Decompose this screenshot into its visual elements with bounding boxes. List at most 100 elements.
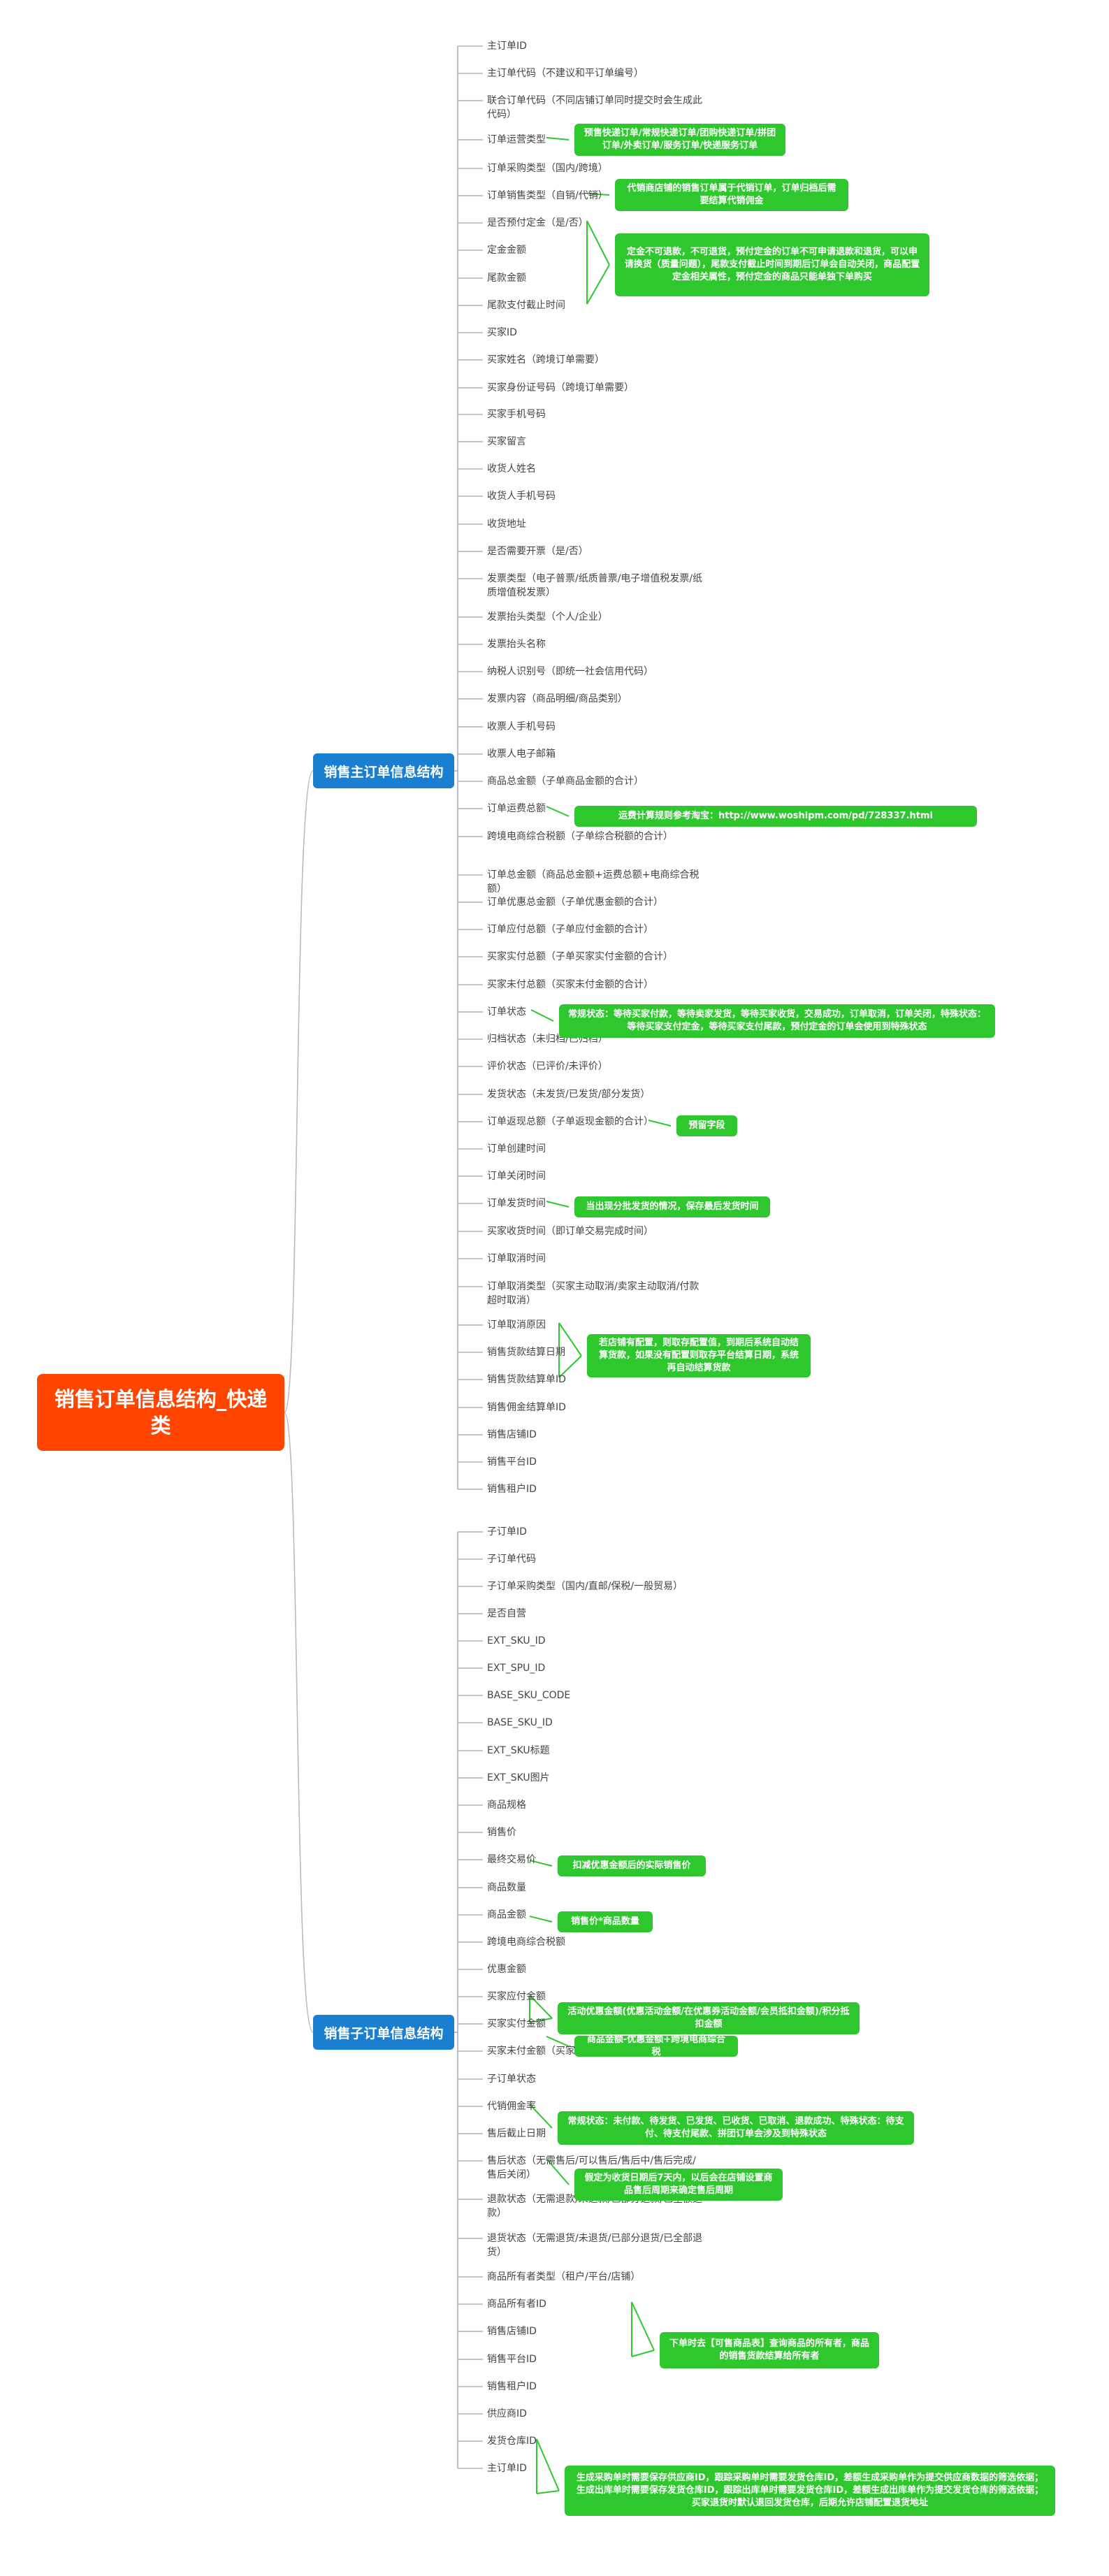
field-item[interactable]: 订单取消原因 — [487, 1319, 546, 1331]
field-item[interactable]: 订单运营类型 — [487, 134, 546, 145]
field-item[interactable]: 子订单采购类型（国内/直邮/保税/一般贸易） — [487, 1581, 683, 1592]
field-item[interactable]: 联合订单代码（不同店铺订单同时提交时会生成此代码） — [487, 95, 702, 120]
root-topic[interactable]: 销售订单信息结构_快递类 — [37, 1374, 284, 1451]
field-item[interactable]: 订单发货时间 — [487, 1198, 546, 1209]
field-item[interactable]: EXT_SKU图片 — [487, 1772, 550, 1783]
field-item[interactable]: 收货地址 — [487, 519, 526, 530]
field-item[interactable]: 买家应付金额 — [487, 1991, 546, 2002]
field-item[interactable]: 主订单代码（不建议和平订单编号） — [487, 68, 644, 79]
field-item[interactable]: 商品数量 — [487, 1882, 526, 1893]
field-item[interactable]: BASE_SKU_CODE — [487, 1690, 571, 1701]
field-item[interactable]: 订单优惠总金额（子单优惠金额的合计） — [487, 897, 663, 908]
field-item[interactable]: 是否需要开票（是/否） — [487, 546, 588, 557]
annotation-note[interactable]: 预留字段 — [676, 1115, 737, 1136]
branch-main-order[interactable]: 销售主订单信息结构 — [313, 753, 454, 788]
field-item[interactable]: 销售租户ID — [487, 2381, 537, 2392]
field-item[interactable]: 商品所有者ID — [487, 2299, 546, 2310]
field-item[interactable]: 买家留言 — [487, 436, 526, 447]
field-item[interactable]: 订单取消类型（买家主动取消/卖家主动取消/付款超时取消） — [487, 1281, 700, 1306]
field-item[interactable]: 商品金额 — [487, 1909, 526, 1920]
annotation-note[interactable]: 扣减优惠金额后的实际销售价 — [558, 1855, 706, 1876]
field-item[interactable]: 订单关闭时间 — [487, 1171, 546, 1182]
field-item[interactable]: 商品总金额（子单商品金额的合计） — [487, 776, 644, 787]
field-item[interactable]: 买家手机号码 — [487, 409, 546, 420]
field-item[interactable]: 订单取消时间 — [487, 1253, 546, 1264]
field-item[interactable]: 子订单代码 — [487, 1554, 536, 1565]
field-item[interactable]: 跨境电商综合税额（子单综合税额的合计） — [487, 831, 673, 842]
field-item[interactable]: 商品所有者类型（租户/平台/店铺） — [487, 2271, 641, 2282]
field-item[interactable]: 销售店铺ID — [487, 2326, 537, 2337]
annotation-note[interactable]: 当出现分批发货的情况，保存最后发货时间 — [574, 1196, 770, 1217]
field-item[interactable]: 销售货款结算单ID — [487, 1374, 566, 1385]
field-item[interactable]: 发货状态（未发货/已发货/部分发货） — [487, 1089, 651, 1100]
field-item[interactable]: 发票类型（电子普票/纸质普票/电子增值税发票/纸质增值税发票） — [487, 573, 703, 598]
annotation-note[interactable]: 预售快递订单/常规快递订单/团购快递订单/拼团订单/外卖订单/服务订单/快递服务… — [574, 124, 785, 156]
field-item[interactable]: 商品规格 — [487, 1800, 526, 1811]
field-item[interactable]: 发票抬头类型（个人/企业） — [487, 612, 608, 623]
field-item[interactable]: 发票抬头名称 — [487, 639, 546, 650]
field-item[interactable]: 评价状态（已评价/未评价） — [487, 1061, 608, 1072]
field-item[interactable]: 订单采购类型（国内/跨境） — [487, 163, 608, 174]
field-item[interactable]: 订单状态 — [487, 1006, 526, 1018]
field-item[interactable]: 销售租户ID — [487, 1484, 537, 1495]
annotation-note[interactable]: 若店铺有配置，则取存配置值，到期后系统自动结算货款，如果没有配置则取存平台结算日… — [587, 1334, 811, 1377]
annotation-note[interactable]: 销售价*商品数量 — [558, 1911, 653, 1932]
field-item[interactable]: 买家ID — [487, 327, 517, 338]
field-item[interactable]: 尾款金额 — [487, 273, 526, 284]
field-item[interactable]: 买家收货时间（即订单交易完成时间） — [487, 1226, 653, 1237]
annotation-note[interactable]: 定金不可退款，不可退货，预付定金的订单不可申请退款和退货，可以申请换货（质量问题… — [615, 233, 929, 296]
field-item[interactable]: 尾款支付截止时间 — [487, 300, 565, 311]
field-item[interactable]: 销售店铺ID — [487, 1429, 537, 1440]
annotation-note[interactable]: 运费计算规则参考淘宝：http://www.woshipm.com/pd/728… — [574, 806, 977, 827]
field-item[interactable]: 订单总金额（商品总金额+运费总额+电商综合税额） — [487, 869, 700, 895]
field-item[interactable]: 订单应付总额（子单应付金额的合计） — [487, 924, 653, 935]
field-item[interactable]: 退货状态（无需退货/未退货/已部分退货/已全部退货） — [487, 2233, 703, 2258]
field-item[interactable]: 销售平台ID — [487, 2354, 537, 2365]
field-item[interactable]: 收票人电子邮箱 — [487, 748, 556, 760]
annotation-note[interactable]: 常规状态：等待买家付款，等待卖家发货，等待买家收货，交易成功，订单取消，订单关闭… — [559, 1004, 995, 1038]
field-item[interactable]: 收货人姓名 — [487, 463, 536, 475]
field-item[interactable]: 订单返现总额（子单返现金额的合计） — [487, 1116, 653, 1127]
field-item[interactable]: 跨境电商综合税额 — [487, 1937, 565, 1948]
field-item[interactable]: BASE_SKU_ID — [487, 1717, 553, 1728]
field-item[interactable]: 收票人手机号码 — [487, 721, 556, 732]
field-item[interactable]: 是否自营 — [487, 1608, 526, 1619]
field-item[interactable]: 销售佣金结算单ID — [487, 1402, 566, 1413]
annotation-note[interactable]: 常规状态：未付款、待发货、已发货、已收货、已取消、退款成功、特殊状态：待支付、待… — [558, 2111, 914, 2145]
field-item[interactable]: 买家身份证号码（跨境订单需要） — [487, 382, 634, 393]
field-item[interactable]: 订单运费总额 — [487, 803, 546, 814]
field-item[interactable]: 售后截止日期 — [487, 2128, 546, 2139]
field-item[interactable]: 纳税人识别号（即统一社会信用代码） — [487, 666, 653, 677]
field-item[interactable]: 发货仓库ID — [487, 2436, 537, 2447]
annotation-note[interactable]: 活动优惠金额(优惠活动金额/在优惠券活动金额/会员抵扣金额)/积分抵扣金额 — [558, 2002, 860, 2034]
field-item[interactable]: 优惠金额 — [487, 1964, 526, 1975]
field-item[interactable]: 代销佣金率 — [487, 2101, 536, 2112]
field-item[interactable]: EXT_SKU标题 — [487, 1745, 550, 1756]
field-item[interactable]: 最终交易价 — [487, 1854, 536, 1865]
annotation-note[interactable]: 生成采购单时需要保存供应商ID，跟踪采购单时需要发货仓库ID，差额生成采购单作为… — [565, 2466, 1055, 2516]
field-item[interactable]: 买家姓名（跨境订单需要） — [487, 354, 604, 366]
field-item[interactable]: 子订单ID — [487, 1526, 527, 1537]
annotation-note[interactable]: 下单时去【可售商品表】查询商品的所有者，商品的销售货款结算给所有者 — [660, 2332, 879, 2368]
field-item[interactable]: 收货人手机号码 — [487, 491, 556, 502]
field-item[interactable]: EXT_SPU_ID — [487, 1663, 546, 1674]
field-item[interactable]: 发票内容（商品明细/商品类别） — [487, 693, 628, 704]
field-item[interactable]: 买家未付总额（买家未付金额的合计） — [487, 979, 653, 990]
field-item[interactable]: 销售价 — [487, 1827, 516, 1838]
field-item[interactable]: 定金金额 — [487, 245, 526, 256]
field-item[interactable]: 订单创建时间 — [487, 1143, 546, 1155]
field-item[interactable]: 销售平台ID — [487, 1456, 537, 1468]
field-item[interactable]: EXT_SKU_ID — [487, 1635, 546, 1647]
field-item[interactable]: 买家实付总额（子单买家实付金额的合计） — [487, 951, 673, 962]
annotation-note[interactable]: 商品金额-优惠金额+跨境电商综合税 — [574, 2034, 738, 2057]
field-item[interactable]: 买家实付金额 — [487, 2018, 546, 2029]
field-item[interactable]: 子订单状态 — [487, 2074, 536, 2085]
annotation-note[interactable]: 代销商店铺的销售订单属于代销订单，订单归档后需要结算代销佣金 — [615, 179, 848, 211]
field-item[interactable]: 售后状态（无需售后/可以售后/售后中/售后完成/售后关闭） — [487, 2155, 696, 2180]
annotation-note[interactable]: 假定为收货日期后7天内，以后会在店铺设置商品售后周期来确定售后周期 — [574, 2169, 783, 2201]
field-item[interactable]: 销售货款结算日期 — [487, 1347, 565, 1358]
field-item[interactable]: 供应商ID — [487, 2408, 527, 2419]
field-item[interactable]: 订单销售类型（自销/代销） — [487, 190, 608, 201]
branch-sub-order[interactable]: 销售子订单信息结构 — [313, 2015, 454, 2050]
field-item[interactable]: 是否预付定金（是/否） — [487, 217, 588, 229]
